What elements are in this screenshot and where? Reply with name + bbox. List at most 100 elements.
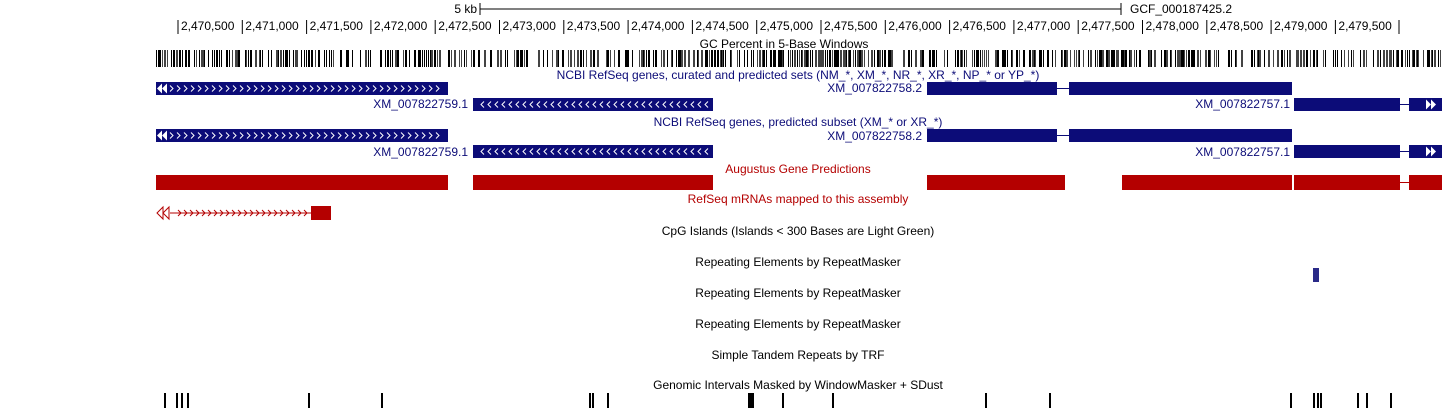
gc-window-bar [614,50,615,67]
gc-window-bar [915,50,917,67]
gc-window-bar [173,50,175,67]
gc-window-bar [974,50,975,67]
gc-window-bar [1064,50,1066,67]
gc-window-bar [341,50,342,67]
refseq-all-track-title: NCBI RefSeq genes, curated and predicted… [556,68,1040,82]
gc-window-bar [1303,50,1305,67]
gc-window-bar [1070,50,1071,67]
gc-window-bar [304,50,305,67]
refseq-all-strand-759a [169,85,440,92]
refseq-predicted-label-759[interactable]: XM_007822759.1 [373,145,468,159]
gc-window-bar [775,50,776,67]
gc-window-bar [1197,50,1198,67]
gc-window-bar [1325,50,1326,67]
gc-window-bar [1216,50,1217,67]
gc-window-bar [984,50,985,67]
gc-window-bar [1296,50,1298,67]
gc-window-bar [451,50,452,67]
gc-window-bar [293,50,294,67]
gc-window-bar [431,50,432,67]
gc-window-bar [655,50,656,67]
refseq-predicted-exon-757a [1294,145,1400,158]
refseq-predicted-end-arrow-757 [1426,146,1436,157]
gc-window-bar [491,50,492,67]
gc-window-bar [598,50,599,67]
gc-window-bar [861,50,862,67]
gc-window-bar [960,50,961,67]
gc-window-bar [932,50,934,67]
gc-window-bar [329,50,330,67]
gc-window-bar [250,50,252,67]
gc-window-bar [827,50,828,67]
gc-window-bar [562,50,564,67]
gc-window-bar [610,50,611,67]
gc-window-bar [162,50,163,67]
gc-window-bar [208,50,209,67]
gc-window-bar [884,50,886,67]
gc-window-bar [597,50,598,67]
gc-window-bar [723,50,724,67]
gc-window-bar [762,50,763,67]
gc-window-bar [583,50,584,67]
ruler-tick-label: 2,476,500 [952,19,1006,33]
gc-window-bar [185,50,186,67]
gc-window-bar [1129,50,1130,67]
windowmasker-interval [308,393,310,408]
gc-window-bar [679,50,681,67]
gc-window-bar [437,50,438,67]
gc-percent-track[interactable] [156,50,1442,67]
gc-window-bar [957,50,959,67]
refseq-all-label-758[interactable]: XM_007822758.2 [827,81,922,95]
gc-window-bar [766,50,767,67]
gc-window-bar [1251,50,1253,67]
refseq-predicted-exon-757b [1409,145,1442,158]
gc-window-bar [1363,50,1365,67]
gc-window-bar [1076,50,1077,67]
gc-window-bar [671,50,672,67]
gc-window-bar [976,50,977,67]
gc-window-bar [527,50,528,67]
gc-window-bar [517,50,518,67]
gc-window-bar [1205,50,1207,67]
gc-window-bar [908,50,910,67]
gc-window-bar [697,50,698,67]
refseq-predicted-label-758[interactable]: XM_007822758.2 [827,129,922,143]
windowmasker-interval [176,393,178,408]
gc-window-bar [829,50,830,67]
gc-window-bar [822,50,823,67]
windowmasker-interval [782,393,784,408]
gc-window-bar [1061,50,1062,67]
gc-window-bar [849,50,851,67]
refseq-all-label-759[interactable]: XM_007822759.1 [373,97,468,111]
gc-window-bar [684,50,686,67]
gc-window-bar [878,50,879,67]
gc-window-bar [348,50,349,67]
gc-window-bar [799,50,800,67]
gc-window-bar [698,50,699,67]
gc-window-bar [1281,50,1283,67]
windowmasker-interval [752,393,754,408]
gc-window-bar [1306,50,1308,67]
gc-window-bar [688,50,690,67]
refseq-all-label-757[interactable]: XM_007822757.1 [1195,97,1290,111]
gc-window-bar [618,50,620,67]
gc-window-bar [649,50,650,67]
gc-window-bar [1032,50,1034,67]
gc-window-bar [1095,50,1096,67]
ruler-tick-label: 2,479,000 [1274,19,1328,33]
gc-window-bar [1180,50,1181,67]
gc-window-bar [706,50,708,67]
gc-window-bar [156,50,157,67]
gc-window-bar [1360,50,1361,67]
gc-window-bar [324,50,325,67]
gc-window-bar [744,50,745,67]
refseq-predicted-label-757[interactable]: XM_007822757.1 [1195,145,1290,159]
gc-window-bar [1200,50,1201,67]
gc-window-bar [830,50,831,67]
gc-window-bar [903,50,905,67]
refseq-all-end-arrow-759 [157,83,167,94]
gc-window-bar [1268,50,1270,67]
gc-window-bar [1389,50,1390,67]
gc-window-bar [1396,50,1397,67]
